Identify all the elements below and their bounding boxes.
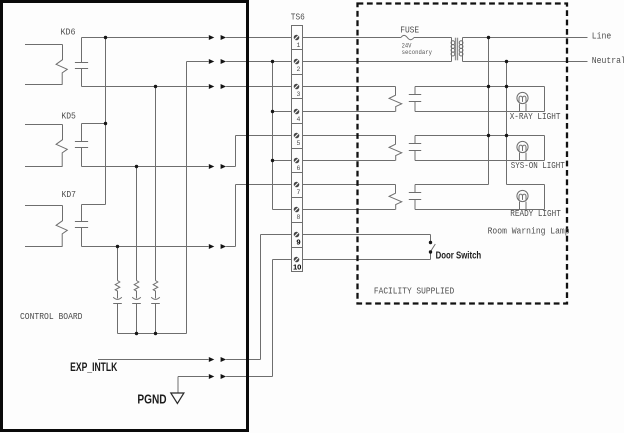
svg-text:CONTROL BOARD: CONTROL BOARD [20, 312, 83, 322]
svg-text:FUSE: FUSE [400, 25, 419, 35]
svg-text:KD7: KD7 [62, 190, 77, 200]
svg-text:7: 7 [296, 189, 300, 196]
svg-text:10: 10 [293, 262, 301, 271]
svg-text:1: 1 [296, 42, 300, 49]
svg-text:READY LIGHT: READY LIGHT [510, 209, 561, 219]
svg-text:SYS-ON LIGHT: SYS-ON LIGHT [511, 161, 565, 171]
svg-text:9: 9 [296, 237, 300, 246]
svg-text:6: 6 [296, 165, 300, 172]
svg-text:5: 5 [296, 140, 300, 147]
svg-text:X-RAY LIGHT: X-RAY LIGHT [510, 112, 561, 122]
svg-text:3: 3 [296, 91, 300, 98]
svg-text:Door Switch: Door Switch [436, 249, 482, 261]
svg-text:Room Warning Lamp: Room Warning Lamp [488, 226, 570, 236]
svg-text:secondary: secondary [402, 49, 432, 56]
svg-text:EXP_INTLK: EXP_INTLK [70, 360, 118, 374]
svg-text:PGND: PGND [137, 392, 166, 406]
svg-text:4: 4 [296, 116, 300, 123]
svg-text:8: 8 [296, 214, 300, 221]
svg-text:FACILITY SUPPLIED: FACILITY SUPPLIED [374, 286, 454, 296]
svg-text:2: 2 [296, 66, 300, 73]
svg-text:KD5: KD5 [61, 112, 76, 122]
svg-text:KD6: KD6 [61, 28, 76, 38]
svg-text:TS6: TS6 [291, 13, 305, 23]
svg-text:Neutral: Neutral [592, 56, 624, 66]
svg-text:Line: Line [592, 32, 612, 42]
svg-text:24V: 24V [402, 42, 412, 49]
